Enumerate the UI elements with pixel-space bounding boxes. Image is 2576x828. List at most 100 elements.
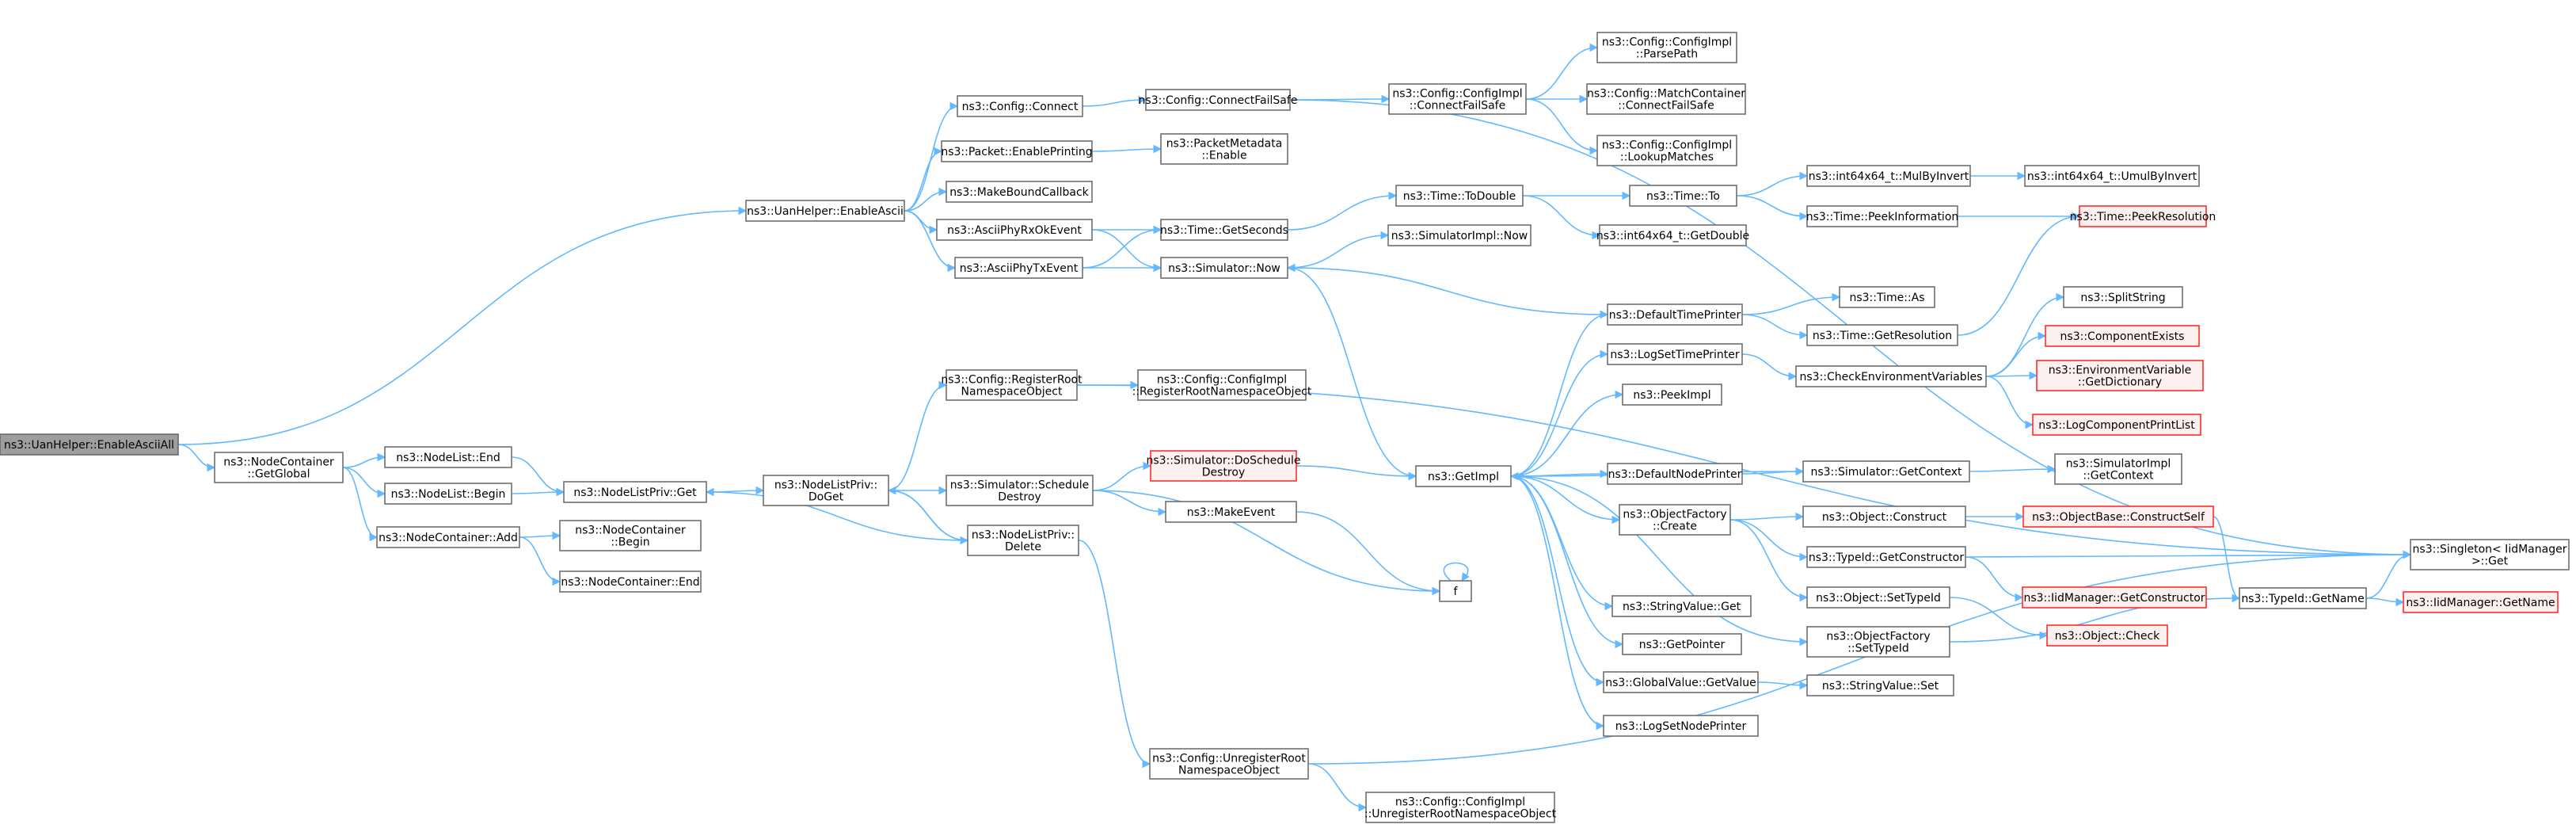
graph-node-timeAs[interactable]: ns3::Time::As <box>1839 286 1935 308</box>
graph-node-timeToDouble[interactable]: ns3::Time::ToDouble <box>1395 185 1524 207</box>
graph-node-root[interactable]: ns3::UanHelper::EnableAsciiAll <box>0 433 179 456</box>
graph-node-typeIdGetName[interactable]: ns3::TypeId::GetName <box>2239 587 2367 609</box>
graph-node-timeGetSeconds[interactable]: ns3::Time::GetSeconds <box>1160 219 1288 241</box>
node-label: ns3::Config::RegisterRoot <box>941 374 1083 387</box>
graph-node-getImpl[interactable]: ns3::GetImpl <box>1415 465 1512 487</box>
call-edge <box>1525 43 1599 100</box>
graph-node-ncGetGlobal[interactable]: ns3::NodeContainer::GetGlobal <box>214 452 344 483</box>
node-label: ns3::StringValue::Set <box>1822 680 1939 693</box>
node-box <box>2024 165 2200 187</box>
graph-node-defaultTimePrinter[interactable]: ns3::DefaultTimePrinter <box>1607 303 1743 326</box>
graph-node-simGetContext[interactable]: ns3::Simulator::GetContext <box>1802 460 1970 483</box>
arrow-head <box>934 147 943 156</box>
node-box <box>1596 135 1737 166</box>
graph-node-unregRoot[interactable]: ns3::Config::UnregisterRootNamespaceObje… <box>1149 748 1309 780</box>
graph-node-enableAscii[interactable]: ns3::UanHelper::EnableAscii <box>745 200 905 222</box>
call-edge <box>177 206 748 445</box>
graph-node-cfgConnect[interactable]: ns3::Config::Connect <box>957 95 1083 117</box>
graph-node-componentExists[interactable]: ns3::ComponentExists <box>2045 325 2200 347</box>
graph-node-makeEvent[interactable]: ns3::MakeEvent <box>1165 501 1297 523</box>
graph-node-asciiRxOk[interactable]: ns3::AsciiPhyRxOkEvent <box>936 219 1093 241</box>
graph-node-objSetTypeId[interactable]: ns3::Object::SetTypeId <box>1806 586 1950 609</box>
graph-node-asciiTx[interactable]: ns3::AsciiPhyTxEvent <box>954 257 1083 279</box>
node-label: ::GetContext <box>2083 470 2154 483</box>
graph-node-nlpDoGet[interactable]: ns3::NodeListPriv::DoGet <box>763 475 889 506</box>
node-box <box>1802 506 1966 528</box>
arrow-head <box>1158 507 1167 517</box>
graph-node-cfgImplParsePath[interactable]: ns3::Config::ConfigImpl::ParsePath <box>1596 32 1737 63</box>
graph-node-timeTo[interactable]: ns3::Time::To <box>1629 185 1737 207</box>
graph-node-int64UmulByInvert[interactable]: ns3::int64x64_t::UmulByInvert <box>2024 165 2200 187</box>
call-edge <box>1741 292 1841 315</box>
graph-node-globalValueGetValue[interactable]: ns3::GlobalValue::GetValue <box>1603 671 1759 693</box>
node-box <box>384 446 512 468</box>
arrow-head <box>1795 512 1805 521</box>
graph-node-cfgConnectFailSafe[interactable]: ns3::Config::ConnectFailSafe <box>1139 89 1298 111</box>
node-box <box>957 95 1083 117</box>
call-edge <box>904 210 957 273</box>
graph-node-timeGetRes[interactable]: ns3::Time::GetResolution <box>1806 324 1958 346</box>
call-edge <box>511 487 565 497</box>
graph-node-typeIdGetConstructor[interactable]: ns3::TypeId::GetConstructor <box>1806 546 1966 568</box>
node-label: ns3::NodeList::End <box>396 452 500 464</box>
node-label: ns3::NodeContainer::End <box>561 576 699 589</box>
graph-node-cfgImplLookup[interactable]: ns3::Config::ConfigImpl::LookupMatches <box>1596 135 1737 166</box>
graph-node-simNow[interactable]: ns3::Simulator::Now <box>1160 257 1288 279</box>
graph-node-stringValueSet[interactable]: ns3::StringValue::Set <box>1806 674 1954 696</box>
graph-node-nlpGet[interactable]: ns3::NodeListPriv::Get <box>563 481 707 503</box>
graph-node-ncBegin[interactable]: ns3::NodeContainer::Begin <box>559 520 702 551</box>
graph-node-timePeekRes[interactable]: ns3::Time::PeekResolution <box>2070 205 2216 227</box>
graph-node-makeBoundCallback[interactable]: ns3::MakeBoundCallback <box>946 181 1093 203</box>
graph-node-timePeekInfo[interactable]: ns3::Time::PeekInformation <box>1806 205 1959 227</box>
graph-node-getPointer[interactable]: ns3::GetPointer <box>1622 633 1742 655</box>
graph-node-logCompPrintList[interactable]: ns3::LogComponentPrintList <box>2032 414 2201 436</box>
graph-node-splitString[interactable]: ns3::SplitString <box>2063 286 2183 308</box>
node-label: ns3::int64x64_t::GetDouble <box>1596 230 1749 242</box>
node-box <box>745 200 905 222</box>
arrow-head <box>1286 263 1296 273</box>
graph-node-nlEnd[interactable]: ns3::NodeList::End <box>384 446 512 468</box>
call-edge <box>1092 490 1167 517</box>
graph-node-singletonGet[interactable]: ns3::Singleton< IidManager>::Get <box>2410 539 2570 570</box>
graph-node-matchContainer[interactable]: ns3::Config::MatchContainer::ConnectFail… <box>1586 83 1746 115</box>
graph-node-cfgImplConnectFailSafe[interactable]: ns3::Config::ConfigImpl::ConnectFailSafe <box>1388 83 1527 115</box>
graph-node-pktEnablePrinting[interactable]: ns3::Packet::EnablePrinting <box>941 140 1093 162</box>
graph-node-objCheck[interactable]: ns3::Object::Check <box>2046 624 2168 647</box>
graph-node-stringValueGet[interactable]: ns3::StringValue::Get <box>1611 595 1752 617</box>
node-label: NamespaceObject <box>961 386 1063 399</box>
graph-node-logSetNodePrinter[interactable]: ns3::LogSetNodePrinter <box>1603 715 1759 737</box>
graph-node-nlpDelete[interactable]: ns3::NodeListPriv::Delete <box>967 525 1079 556</box>
call-edge <box>1510 475 1809 647</box>
node-box <box>1365 792 1555 823</box>
graph-node-nlBegin[interactable]: ns3::NodeList::Begin <box>384 483 512 505</box>
graph-node-pmEnable[interactable]: ns3::PacketMetadata::Enable <box>1160 133 1288 165</box>
node-box <box>2054 453 2182 485</box>
call-edge <box>1296 511 1441 596</box>
graph-node-simImplNow[interactable]: ns3::SimulatorImpl::Now <box>1387 224 1532 246</box>
graph-node-regRoot[interactable]: ns3::Config::RegisterRootNamespaceObject <box>941 369 1083 401</box>
graph-node-int64MulByInvert[interactable]: ns3::int64x64_t::MulByInvert <box>1806 165 1971 187</box>
graph-node-checkEnv[interactable]: ns3::CheckEnvironmentVariables <box>1795 365 1987 387</box>
node-label: ns3::LogSetTimePrinter <box>1610 349 1740 361</box>
graph-node-objFactoryCreate[interactable]: ns3::ObjectFactory::Create <box>1619 504 1731 536</box>
graph-node-cfgImplUnreg[interactable]: ns3::Config::ConfigImpl::UnregisterRootN… <box>1364 792 1557 823</box>
graph-node-f[interactable]: f <box>1439 580 1472 602</box>
graph-node-envGetDict[interactable]: ns3::EnvironmentVariable::GetDictionary <box>2036 360 2204 391</box>
node-label: ns3::StringValue::Get <box>1623 601 1741 613</box>
graph-node-ncAdd[interactable]: ns3::NodeContainer::Add <box>376 526 520 548</box>
graph-node-objFactorySetTypeId[interactable]: ns3::ObjectFactory::SetTypeId <box>1806 626 1950 658</box>
arrow-head <box>1153 263 1162 273</box>
graph-node-int64GetDouble[interactable]: ns3::int64x64_t::GetDouble <box>1596 224 1749 246</box>
graph-node-peekImpl[interactable]: ns3::PeekImpl <box>1622 383 1722 406</box>
graph-node-simImplGetContext[interactable]: ns3::SimulatorImpl::GetContext <box>2054 453 2182 485</box>
graph-node-defaultNodePrinter[interactable]: ns3::DefaultNodePrinter <box>1607 463 1743 485</box>
graph-node-cfgImplRegRoot[interactable]: ns3::Config::ConfigImpl::RegisterRootNam… <box>1132 369 1312 401</box>
graph-node-iidGetName[interactable]: ns3::IidManager::GetName <box>2403 591 2559 613</box>
graph-node-objConstruct[interactable]: ns3::Object::Construct <box>1802 506 1966 528</box>
graph-node-iidGetConstructor[interactable]: ns3::IidManager::GetConstructor <box>2022 586 2207 609</box>
graph-node-logSetTimePrinter[interactable]: ns3::LogSetTimePrinter <box>1607 343 1743 365</box>
graph-node-ncEnd[interactable]: ns3::NodeContainer::End <box>559 570 702 593</box>
graph-node-objBaseConstructSelf[interactable]: ns3::ObjectBase::ConstructSelf <box>2022 506 2214 528</box>
